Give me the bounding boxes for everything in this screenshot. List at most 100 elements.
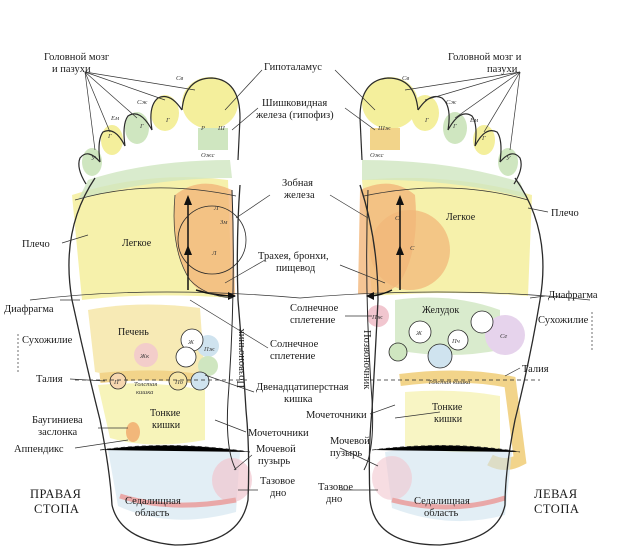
label-pineal-1: Шишковидная bbox=[262, 98, 327, 109]
label-solar-center-1: Солнечное bbox=[290, 303, 339, 314]
label-duodenum-1: Двенадцатиперстная bbox=[256, 382, 349, 393]
inner-s-l: С bbox=[395, 215, 400, 222]
label-small-int-left-foot-1: Тонкие bbox=[432, 402, 463, 413]
inner-zh-l: Ж bbox=[415, 330, 423, 337]
inner-sv-l: Св bbox=[402, 75, 409, 82]
left-foot bbox=[299, 77, 591, 546]
inner-g-l3: Г bbox=[481, 135, 486, 142]
inner-pch-l: Пч bbox=[451, 338, 460, 345]
label-bladder-left-1: Мочевой bbox=[256, 444, 296, 455]
label-waist-right: Талия bbox=[522, 364, 549, 375]
inner-ozh-l: Ожс bbox=[370, 152, 384, 159]
label-thymus-1: Зобная bbox=[282, 178, 313, 189]
inner-g-l2: Г bbox=[452, 123, 457, 130]
label-brain-right-2: пазухи bbox=[487, 64, 518, 75]
label-colon-left-foot: Толстая кишка bbox=[428, 379, 470, 386]
label-bladder-right-1: Мочевой bbox=[330, 436, 370, 447]
inner-l-r2: Л bbox=[211, 250, 217, 257]
label-shoulder-right: Плечо bbox=[551, 208, 579, 219]
inner-pzh-l: Пж bbox=[371, 314, 383, 321]
inner-po-r: По bbox=[174, 379, 184, 386]
label-diaphragm-right: Диафрагма bbox=[548, 290, 598, 301]
label-sciatic-left-2: область bbox=[135, 508, 169, 519]
zone-sciatic-right bbox=[119, 493, 237, 508]
label-solar-lower-2: сплетение bbox=[270, 351, 316, 362]
label-appendix: Аппендикс bbox=[14, 444, 64, 455]
label-brain-left-1: Головной мозг bbox=[44, 52, 110, 63]
label-colon-right-foot-2: кишка bbox=[136, 389, 153, 396]
label-lung-right-foot: Легкое bbox=[122, 238, 152, 249]
label-stomach: Желудок bbox=[422, 305, 459, 316]
zone-small-intestine-right bbox=[98, 383, 205, 445]
label-liver: Печень bbox=[118, 327, 149, 338]
label-brain-right-1: Головной мозг и bbox=[448, 52, 522, 63]
zone-liver bbox=[88, 304, 205, 382]
inner-em-l: Ем bbox=[469, 117, 478, 124]
outer-labels: Головной мозг и пазухи Головной мозг и п… bbox=[4, 52, 598, 519]
label-sciatic-right-1: Седалищная bbox=[414, 496, 470, 507]
inner-ozh-r: Ожс bbox=[201, 152, 215, 159]
label-small-int-right-foot-1: Тонкие bbox=[150, 408, 181, 419]
label-right-foot-2: СТОПА bbox=[34, 502, 79, 516]
label-tendon-left: Сухожилие bbox=[22, 335, 73, 346]
label-solar-center-2: сплетение bbox=[290, 315, 336, 326]
inner-u-l: У bbox=[506, 155, 512, 162]
label-small-int-left-foot-2: кишки bbox=[434, 414, 463, 425]
label-bladder-right-2: пузырь bbox=[330, 448, 362, 459]
label-solar-lower-1: Солнечное bbox=[270, 339, 319, 350]
inner-r-r: Р bbox=[200, 125, 205, 132]
inner-zm-r: Зм bbox=[220, 219, 227, 226]
inner-u-r: У bbox=[91, 155, 97, 162]
label-bladder-left-2: пузырь bbox=[258, 456, 290, 467]
inner-g-r2: Г bbox=[139, 123, 144, 130]
inner-g-r3: Г bbox=[165, 117, 170, 124]
label-pelvis-right-2: дно bbox=[326, 494, 342, 505]
inner-zh-r: Ж bbox=[187, 339, 195, 346]
label-duodenum-2: кишка bbox=[284, 394, 313, 405]
inner-l-r: Л bbox=[213, 205, 219, 212]
inner-s-l2: С bbox=[410, 245, 415, 252]
inner-sj-l: Сж bbox=[446, 99, 456, 106]
label-left-foot-1: ЛЕВАЯ bbox=[534, 487, 578, 501]
label-ureter-left: Мочеточники bbox=[248, 428, 309, 439]
label-sciatic-left-1: Седалищная bbox=[125, 496, 181, 507]
inner-sh-r: Ш bbox=[217, 125, 226, 132]
label-hypothalamus: Гипоталамус bbox=[264, 62, 322, 73]
label-bauhin-1: Баугиниева bbox=[32, 415, 83, 426]
label-thymus-2: железа bbox=[283, 190, 315, 201]
label-diaphragm-left: Диафрагма bbox=[4, 304, 54, 315]
label-pineal-2: железа (гипофиз) bbox=[255, 110, 334, 121]
zone-thymus-right-foot bbox=[174, 183, 235, 296]
inner-em-r: Ем bbox=[110, 115, 119, 122]
label-sciatic-right-2: область bbox=[424, 508, 458, 519]
right-foot bbox=[29, 77, 301, 546]
label-pelvis-right-1: Тазовое bbox=[318, 482, 353, 493]
inner-jk-r: Жк bbox=[139, 353, 150, 360]
inner-shzh-l: Шж bbox=[377, 125, 391, 132]
label-lung-left-foot: Легкое bbox=[446, 212, 476, 223]
label-left-foot-2: СТОПА bbox=[534, 502, 579, 516]
label-spine-left-foot: Позвоночник bbox=[361, 330, 372, 390]
inner-sv-r: Св bbox=[176, 75, 183, 82]
right-foot-outline bbox=[68, 177, 250, 546]
label-colon-right-foot-1: Толстая bbox=[134, 381, 157, 388]
label-right-foot-1: ПРАВАЯ bbox=[30, 487, 81, 501]
label-pelvis-left-1: Тазовое bbox=[260, 476, 295, 487]
leader-lines bbox=[60, 69, 549, 491]
inner-sj-r: Сж bbox=[137, 99, 147, 106]
inner-p-r: П bbox=[113, 379, 120, 386]
label-trachea-2: пищевод bbox=[276, 263, 316, 274]
label-pelvis-left-2: дно bbox=[270, 488, 286, 499]
left-foot-outline bbox=[359, 177, 544, 546]
label-ureter-right: Мочеточники bbox=[306, 410, 367, 421]
label-shoulder-left: Плечо bbox=[22, 239, 50, 250]
label-brain-left-2: и пазухи bbox=[52, 64, 91, 75]
inner-se-l: Се bbox=[500, 333, 507, 340]
zone-appendix bbox=[126, 422, 140, 442]
label-spine-right-foot: Позвоночник bbox=[236, 328, 247, 388]
inner-pzh-r: Пж bbox=[203, 346, 215, 353]
zone-bladder-right bbox=[212, 458, 252, 502]
label-waist-left: Талия bbox=[36, 374, 63, 385]
